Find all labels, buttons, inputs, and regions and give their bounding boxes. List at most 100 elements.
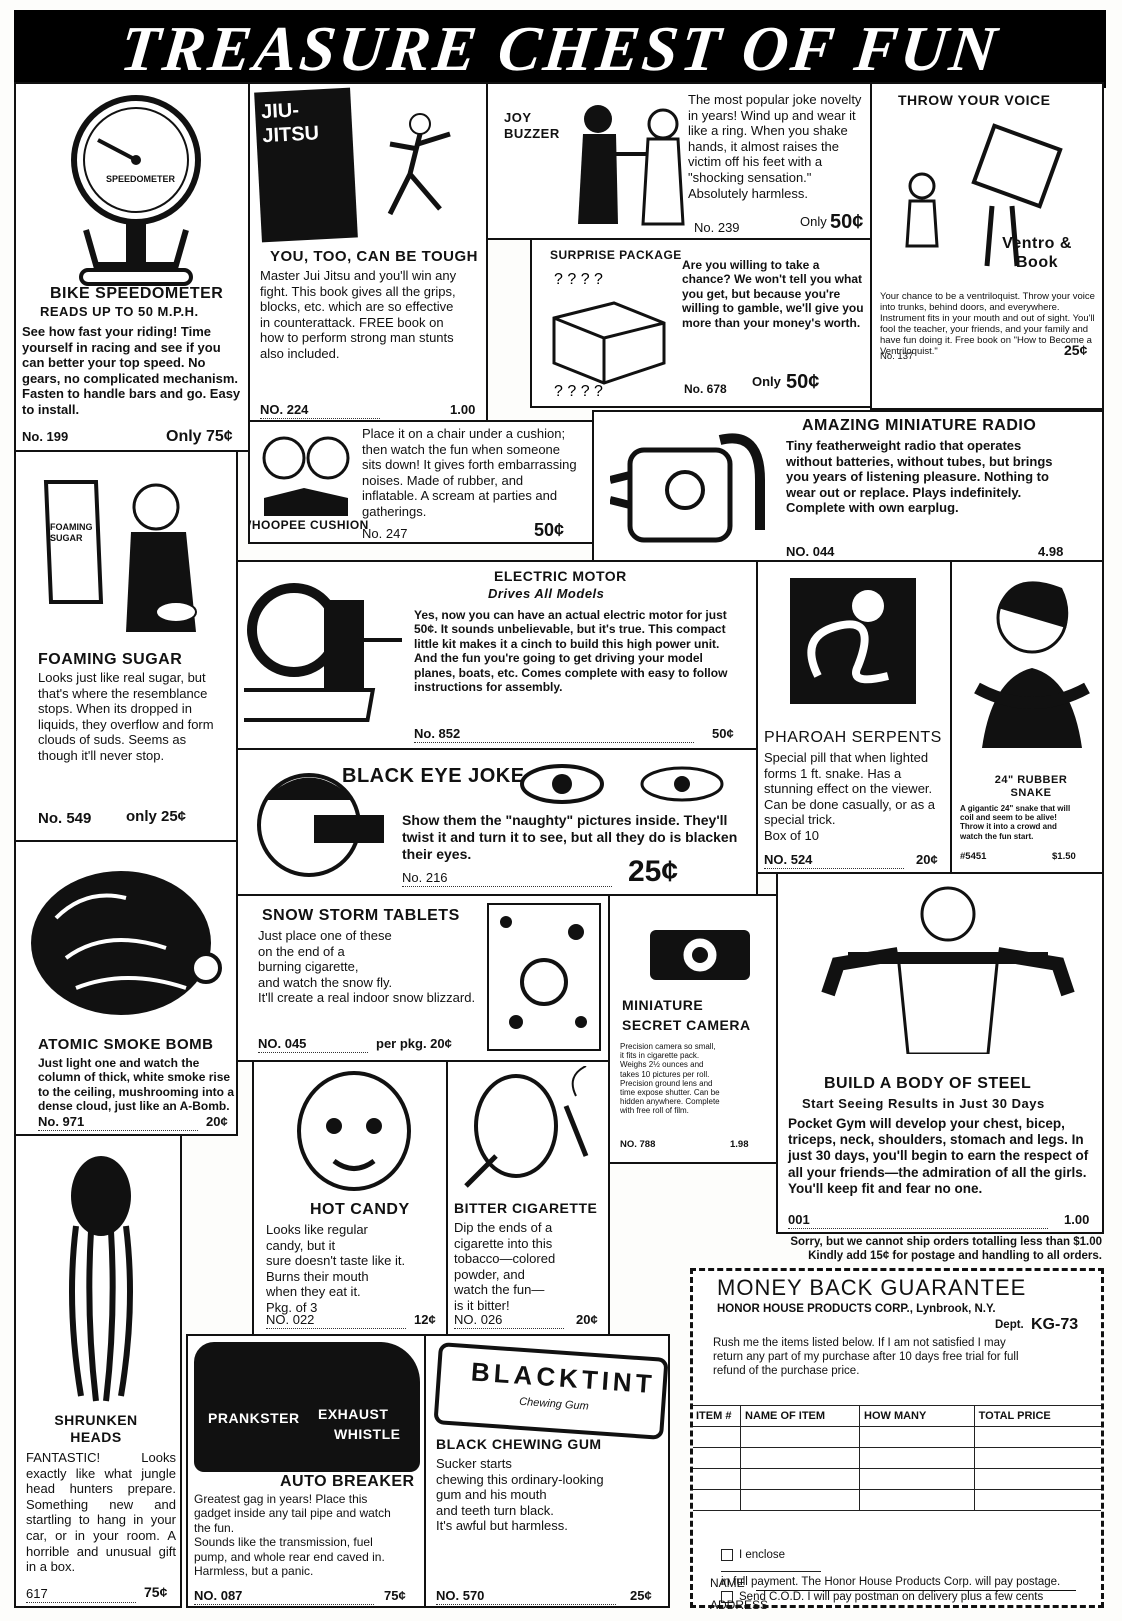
- voice-body: Your chance to be a ventriloquist. Throw…: [880, 291, 1095, 357]
- jiujitsu-body: Master Jui Jitsu and you'll win any figh…: [260, 268, 457, 361]
- breaker-body: Greatest gag in years! Place this gadget…: [194, 1492, 391, 1578]
- cushion-price: 50¢: [534, 520, 565, 540]
- order-company: HONOR HOUSE PRODUCTS CORP., Lynbrook, N.…: [717, 1303, 996, 1315]
- blackeye-price: 25¢: [628, 855, 679, 888]
- heads-price: 75¢: [144, 1584, 168, 1600]
- ad-whoopee-cushion: WHOOPEE CUSHION Place it on a chair unde…: [248, 420, 594, 544]
- speedometer-title: BIKE SPEEDOMETER: [50, 285, 224, 302]
- jiujitsu-title: YOU, TOO, CAN BE TOUGH: [270, 248, 478, 265]
- book-illustration: JIU-JITSU: [254, 87, 358, 243]
- candy-number: NO. 022: [266, 1312, 406, 1329]
- snow-title: SNOW STORM TABLETS: [262, 907, 460, 924]
- hot-candy-illustration: [297, 1071, 411, 1191]
- enclose-suffix: in full payment. The Honor House Product…: [721, 1576, 1061, 1589]
- buzzer-price-prefix: Only: [800, 214, 827, 229]
- cushion-body: Place it on a chair under a cushion; the…: [362, 426, 577, 519]
- ad-foaming-sugar: FOAMING SUGAR FOAMING SUGAR Looks just l…: [14, 450, 238, 842]
- svg-text:? ? ? ?: ? ? ? ?: [554, 383, 603, 398]
- candy-body: Looks like regular candy, but it sure do…: [266, 1222, 406, 1315]
- breaker-price: 75¢: [384, 1588, 406, 1603]
- cod-option[interactable]: Send C.O.D. I will pay postman on delive…: [721, 1577, 1087, 1605]
- voice-price: 25¢: [1064, 342, 1088, 358]
- ad-miniature-radio: AMAZING MINIATURE RADIO Tiny featherweig…: [592, 410, 1104, 566]
- sugar-body: Looks just like real sugar, but that's w…: [38, 670, 214, 763]
- ad-jiu-jitsu: JIU-JITSU YOU, TOO, CAN BE TOUGH Master …: [248, 82, 488, 422]
- gum-pack-illustration: BLACKTINT Chewing Gum: [433, 1342, 668, 1440]
- ad-atomic-smoke-bomb: ATOMIC SMOKE BOMB Just light one and wat…: [14, 840, 238, 1136]
- ad-shrunken-heads: SHRUNKEN HEADS FANTASTIC! Looks exactly …: [14, 1134, 182, 1608]
- order-row[interactable]: [693, 1489, 1101, 1511]
- cig-title: BITTER CIGARETTE: [454, 1200, 598, 1216]
- car-illustration: PRANKSTER EXHAUST WHISTLE: [194, 1342, 420, 1472]
- ad-hot-candy: HOT CANDY Looks like regular candy, but …: [252, 1060, 448, 1336]
- book-title: JIU-JITSU: [260, 99, 320, 148]
- camera-number: NO. 788: [620, 1139, 656, 1150]
- steel-price: 1.00: [1064, 1212, 1090, 1227]
- name-field[interactable]: [756, 1590, 1076, 1591]
- cushion-number: No. 247: [362, 526, 408, 541]
- heads-number: 617: [26, 1586, 136, 1603]
- dial-text: SPEEDOMETER: [106, 174, 176, 184]
- strongman-illustration: [821, 886, 1075, 1054]
- surprise-body: Are you willing to take a chance? We won…: [682, 258, 864, 330]
- title-banner: TREASURE CHEST OF FUN: [14, 10, 1106, 88]
- gum-number: NO. 570: [436, 1588, 616, 1605]
- order-row[interactable]: [693, 1447, 1101, 1469]
- order-instructions: Rush me the items listed below. If I am …: [713, 1337, 1019, 1377]
- snake-body: A gigantic 24" snake that will coil and …: [960, 804, 1071, 841]
- motor-number: No. 852: [414, 726, 694, 743]
- order-row[interactable]: [693, 1426, 1101, 1448]
- col-how-many: HOW MANY: [859, 1405, 975, 1427]
- smoke-bomb-illustration: [31, 871, 222, 1015]
- steel-title: BUILD A BODY OF STEEL: [824, 1075, 1032, 1092]
- whistle-sign-2: EXHAUST: [318, 1406, 389, 1422]
- ad-surprise-package: SURPRISE PACKAGE ? ? ? ? ? ? ? ? Are you…: [530, 238, 872, 408]
- enclose-option[interactable]: I enclose in full payment. The Honor Hou…: [721, 1535, 1087, 1590]
- serpents-body: Special pill that when lighted forms 1 f…: [764, 750, 936, 843]
- jiujitsu-number: NO. 224: [260, 402, 380, 419]
- steel-body: Pocket Gym will develop your chest, bice…: [788, 1116, 1089, 1196]
- radio-price: 4.98: [1038, 544, 1064, 559]
- cig-body: Dip the ends of a cigarette into this to…: [454, 1220, 556, 1313]
- shrunken-head-illustration: [69, 1156, 133, 1402]
- speedometer-price: Only 75¢: [166, 428, 233, 445]
- serpents-title: PHAROAH SERPENTS: [764, 729, 942, 746]
- ad-throw-your-voice: THROW YOUR VOICE Ventro & Book Your chan…: [870, 82, 1104, 410]
- jiujitsu-price: 1.00: [450, 402, 476, 417]
- sugar-price: only 25¢: [126, 808, 187, 825]
- cod-checkbox[interactable]: [721, 1590, 733, 1603]
- smoke-title: ATOMIC SMOKE BOMB: [38, 1036, 214, 1053]
- ad-electric-motor: ELECTRIC MOTOR Drives All Models Yes, no…: [236, 560, 758, 750]
- buzzer-body: The most popular joke novelty in years! …: [688, 92, 862, 201]
- col-total: TOTAL PRICE: [973, 1405, 1101, 1427]
- radio-title: AMAZING MINIATURE RADIO: [802, 417, 1037, 434]
- blackeye-body: Show them the "naughty" pictures inside.…: [402, 812, 738, 862]
- col-item: ITEM #: [693, 1405, 741, 1427]
- order-dept: KG-73: [1031, 1316, 1079, 1333]
- order-title: MONEY BACK GUARANTEE: [717, 1275, 1027, 1300]
- order-notice: Sorry, but we cannot ship orders totalli…: [790, 1236, 1102, 1262]
- smoke-number: No. 971: [38, 1114, 198, 1131]
- ventriloquist-illustration: [905, 123, 1063, 267]
- cigarette-illustration: [464, 1066, 589, 1188]
- radio-illustration: [610, 433, 765, 543]
- enclose-amount-line[interactable]: [721, 1570, 821, 1572]
- fighters-illustration: [387, 113, 451, 216]
- motor-subtitle: Drives All Models: [488, 586, 605, 601]
- camera-illustration: [650, 930, 750, 980]
- order-row[interactable]: [693, 1468, 1101, 1490]
- jar-label: FOAMING SUGAR: [50, 522, 93, 543]
- enclose-checkbox[interactable]: [721, 1548, 733, 1561]
- ad-pharoah-serpents: PHAROAH SERPENTS Special pill that when …: [756, 560, 952, 874]
- voice-number: No. 137: [880, 351, 914, 362]
- ad-auto-breaker: PRANKSTER EXHAUST WHISTLE AUTO BREAKER G…: [186, 1334, 426, 1608]
- radio-number: NO. 044: [786, 544, 1026, 561]
- breaker-title: AUTO BREAKER: [280, 1473, 415, 1490]
- ad-black-chewing-gum: BLACKTINT Chewing Gum BLACK CHEWING GUM …: [424, 1334, 670, 1608]
- cushion-illustration: [262, 436, 350, 516]
- voice-title: THROW YOUR VOICE: [898, 92, 1051, 108]
- name-label: NAME: [710, 1576, 745, 1590]
- buzzer-label: JOY BUZZER: [504, 110, 560, 141]
- camera-price: 1.98: [730, 1139, 749, 1150]
- cig-price: 20¢: [576, 1312, 598, 1327]
